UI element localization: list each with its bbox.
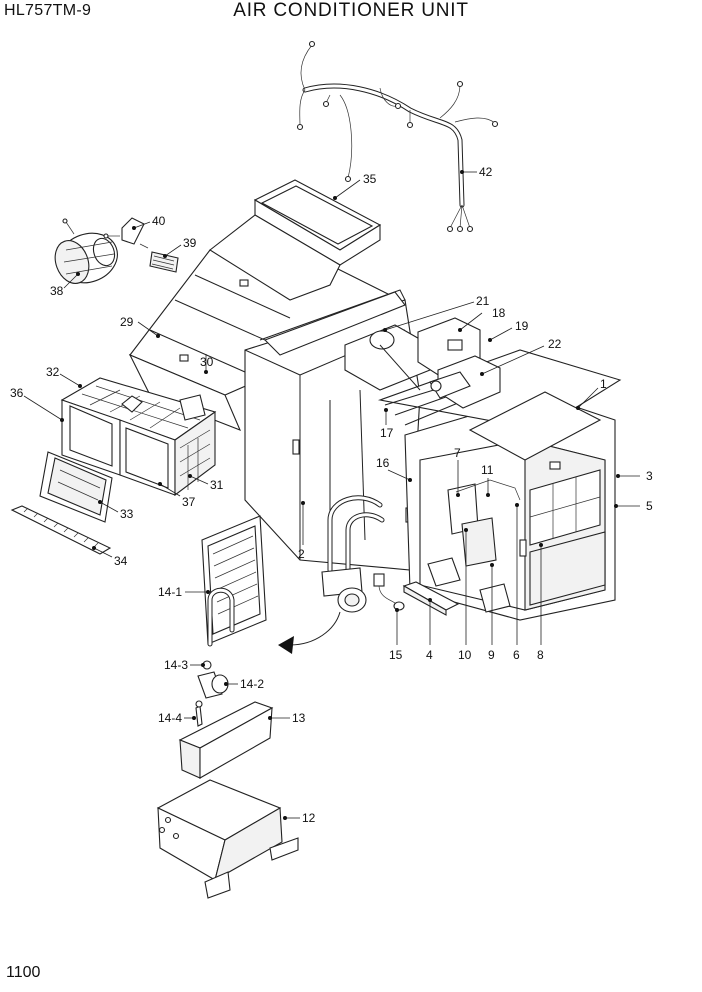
filter-frame [39, 451, 113, 523]
callout-16: 16 [376, 456, 390, 470]
callout-6: 6 [513, 648, 520, 662]
callout-17: 17 [380, 426, 394, 440]
callout-40: 40 [152, 214, 166, 228]
callout-8: 8 [537, 648, 544, 662]
callout-15: 15 [389, 648, 403, 662]
air-filter [10, 505, 112, 555]
callout-32: 32 [46, 365, 60, 379]
callout-4: 4 [426, 648, 433, 662]
callout-31: 31 [210, 478, 224, 492]
top-components [344, 317, 501, 409]
drain-pan [178, 701, 274, 779]
callout-29: 29 [120, 315, 134, 329]
control-components [427, 479, 527, 613]
callout-14-1: 14-1 [158, 585, 182, 599]
callout-11: 11 [481, 463, 494, 477]
top-outlet-duct [209, 179, 382, 301]
callout-10: 10 [458, 648, 472, 662]
callout-35: 35 [363, 172, 377, 186]
callout-22: 22 [548, 337, 562, 351]
page-title: AIR CONDITIONER UNIT [233, 0, 469, 21]
callout-18: 18 [492, 306, 506, 320]
heater-core [201, 515, 267, 647]
callout-21: 21 [476, 294, 490, 308]
callout-19: 19 [515, 319, 529, 333]
callout-3: 3 [646, 469, 653, 483]
callout-42: 42 [479, 165, 493, 179]
lower-tray [156, 779, 299, 899]
callout-34: 34 [114, 554, 128, 568]
sensor-and-bar [373, 573, 460, 616]
actuator-40 [103, 217, 149, 249]
expansion-valve [195, 660, 229, 727]
callout-38: 38 [50, 284, 64, 298]
callout-37: 37 [182, 495, 196, 509]
callout-labels: 1 2 3 4 5 6 7 8 9 10 11 12 13 14-1 14-2 … [10, 165, 653, 825]
callout-14-3: 14-3 [164, 658, 188, 672]
model-number: HL757TM-9 [4, 2, 92, 19]
wiring-harness [296, 40, 499, 233]
direction-arrow [278, 611, 341, 654]
callout-30: 30 [200, 355, 214, 369]
callout-1: 1 [600, 377, 607, 391]
callout-39: 39 [183, 236, 197, 250]
callout-2: 2 [298, 547, 305, 561]
callout-13: 13 [292, 711, 306, 725]
callout-14-2: 14-2 [240, 677, 264, 691]
heater-hose [321, 495, 385, 613]
intake-housing [60, 377, 217, 497]
resistor-39 [149, 251, 179, 273]
callout-33: 33 [120, 507, 134, 521]
callout-36: 36 [10, 386, 24, 400]
side-panel [529, 469, 606, 606]
blower-motor [54, 218, 118, 284]
callout-7: 7 [454, 446, 461, 460]
callout-12: 12 [302, 811, 316, 825]
callout-9: 9 [488, 648, 495, 662]
callout-14-4: 14-4 [158, 711, 182, 725]
leader-lines [23, 170, 640, 820]
page-number: 1100 [6, 964, 41, 981]
callout-5: 5 [646, 499, 653, 513]
